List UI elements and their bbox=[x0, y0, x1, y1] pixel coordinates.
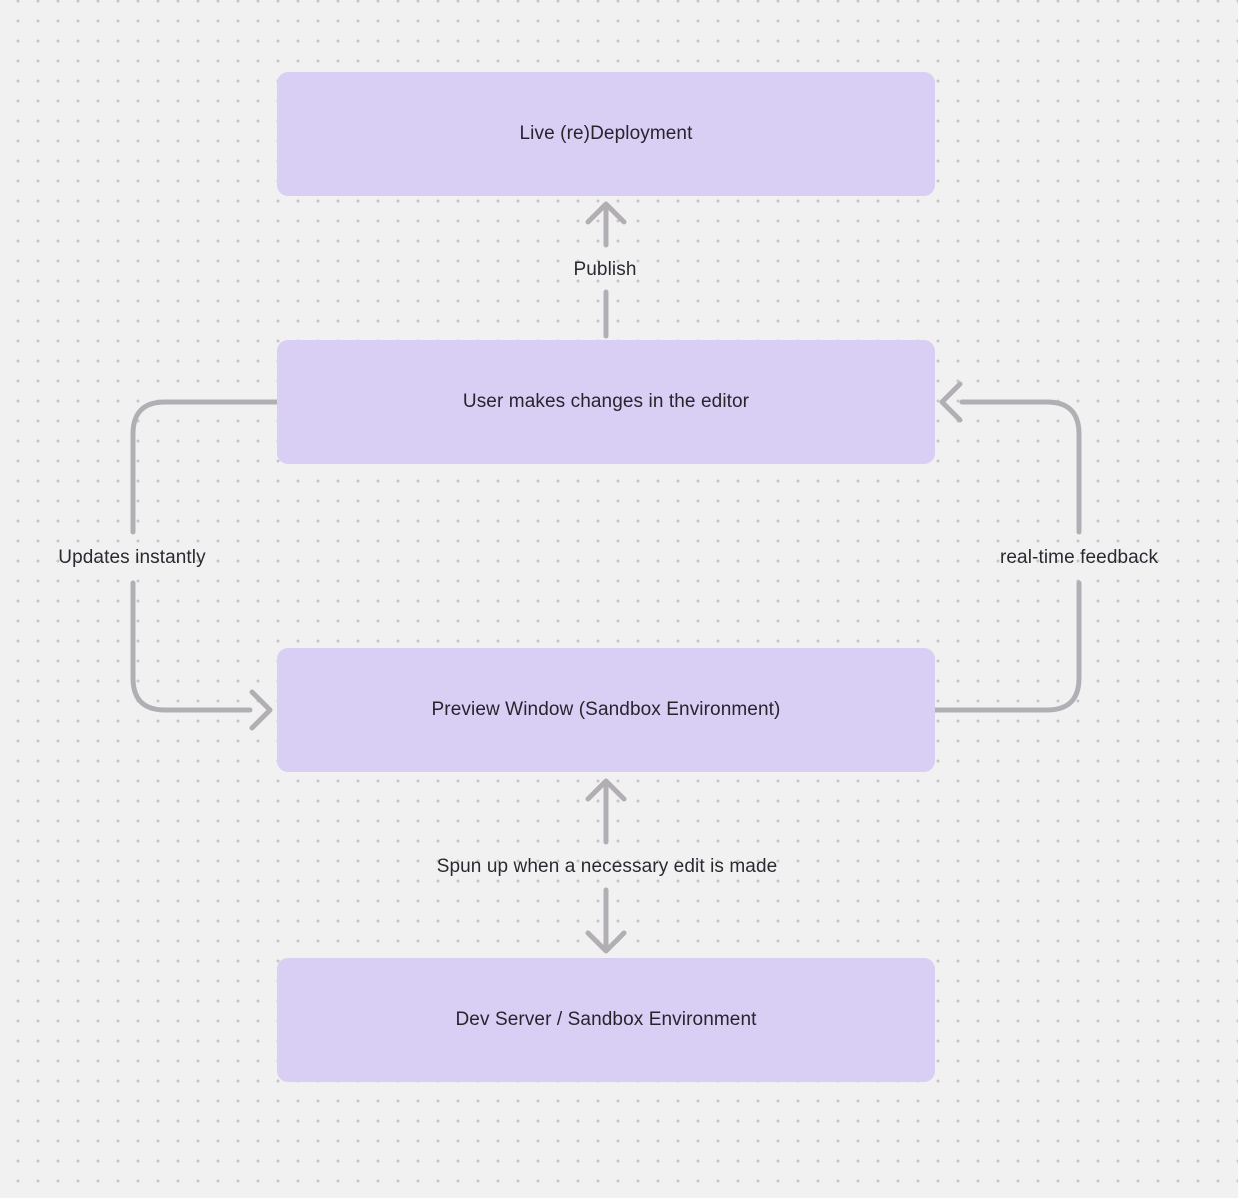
node-label: Preview Window (Sandbox Environment) bbox=[431, 699, 781, 720]
arrowhead-right-icon bbox=[249, 689, 273, 731]
edge-label-real-time-feedback: real-time feedback bbox=[999, 547, 1159, 568]
node-label: User makes changes in the editor bbox=[462, 391, 750, 412]
arrowhead-left-icon bbox=[939, 381, 963, 423]
edge-updates-line-upper bbox=[130, 399, 280, 535]
edge-updates-line-lower bbox=[130, 580, 253, 713]
edge-label-publish: Publish bbox=[573, 259, 637, 280]
edge-publish bbox=[585, 201, 627, 339]
node-user-edits: User makes changes in the editor bbox=[277, 340, 935, 464]
edge-feedback-line-lower bbox=[932, 580, 1082, 713]
edge-label-spun-up: Spun up when a necessary edit is made bbox=[436, 856, 778, 877]
node-dev-server: Dev Server / Sandbox Environment bbox=[277, 958, 935, 1082]
node-live-redeployment: Live (re)Deployment bbox=[277, 72, 935, 196]
edge-feedback-line-upper bbox=[959, 399, 1082, 535]
arrowhead-down-icon bbox=[585, 930, 627, 954]
edge-real-time-feedback bbox=[932, 381, 1082, 713]
node-label: Live (re)Deployment bbox=[519, 123, 693, 144]
node-label: Dev Server / Sandbox Environment bbox=[455, 1009, 757, 1030]
arrowhead-up-icon bbox=[585, 201, 627, 225]
edge-spun-up bbox=[585, 778, 627, 954]
edge-updates-instantly bbox=[130, 399, 280, 731]
edge-label-updates-instantly: Updates instantly bbox=[58, 547, 206, 568]
arrowhead-up-icon bbox=[585, 778, 627, 802]
node-preview-window: Preview Window (Sandbox Environment) bbox=[277, 648, 935, 772]
